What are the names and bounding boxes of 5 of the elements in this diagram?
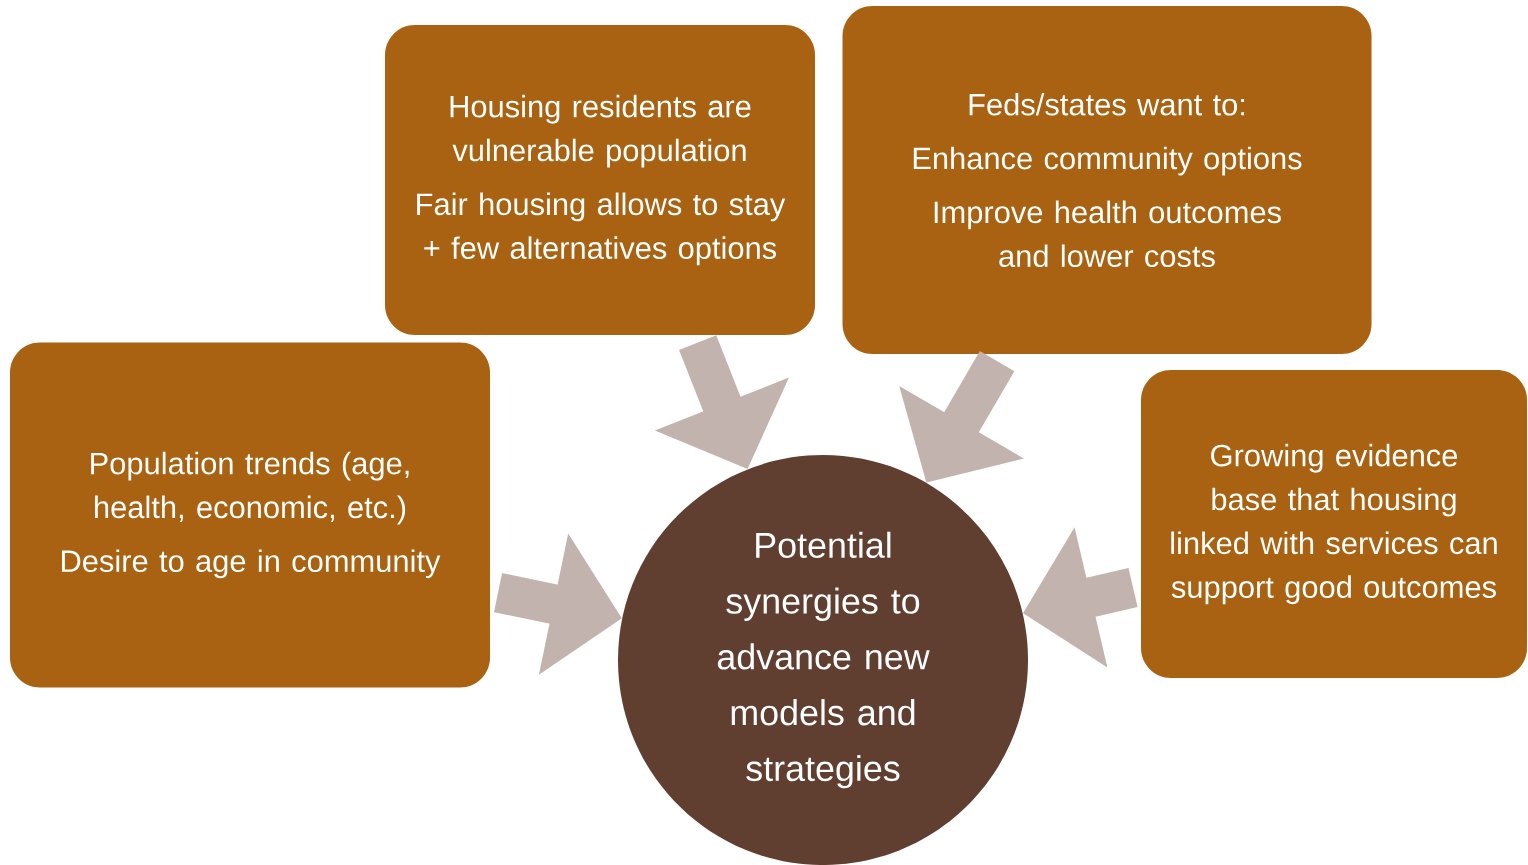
circle-node: Potential synergies to advance new models and strategies	[618, 455, 1028, 865]
rounded-box: Housing residents are vulnerable population Fair housing allows to stay + few alternatives options	[385, 25, 815, 335]
rounded-box: Population trends (age, health, economic, etc.) Desire to age in community	[10, 342, 490, 688]
rounded-box: Growing evidence base that housing linked with services can support good outcomes	[1141, 370, 1527, 678]
rounded-box: Feds/states want to: Enhance community options Improve health outcomes and lower costs	[842, 6, 1372, 354]
